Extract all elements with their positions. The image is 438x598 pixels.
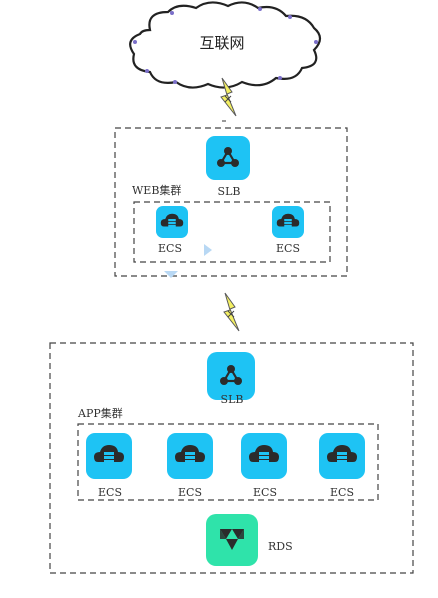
- web-slb-load-balancer-icon: [206, 136, 250, 180]
- web-slb-label: SLB: [217, 185, 241, 198]
- app-ecs-3-label: ECS: [253, 486, 277, 499]
- app-ecs-1-label: ECS: [98, 486, 122, 499]
- app-cluster-label: APP集群: [78, 407, 123, 420]
- app-slb-label: SLB: [220, 393, 244, 406]
- app-ecs-2-cloud-server-icon: [167, 433, 213, 479]
- web-ecs-1-label: ECS: [158, 242, 182, 255]
- app-ecs-4-cloud-server-icon: [319, 433, 365, 479]
- rds-label: RDS: [268, 540, 293, 553]
- web-tier-box: [114, 127, 348, 277]
- app-ecs-3-cloud-server-icon: [241, 433, 287, 479]
- app-ecs-1-cloud-server-icon: [86, 433, 132, 479]
- web-ecs-2-label: ECS: [276, 242, 300, 255]
- app-tier-box: [49, 342, 414, 574]
- app-ecs-2-label: ECS: [178, 486, 202, 499]
- web-ecs-2-cloud-server-icon: [272, 206, 304, 238]
- app-ecs-4-label: ECS: [330, 486, 354, 499]
- arrow-down-icon: [164, 271, 178, 278]
- app-slb-load-balancer-icon: [207, 352, 255, 400]
- internet-cloud: [129, 1, 322, 89]
- rds-database-icon: [206, 514, 258, 566]
- app-cluster-box: [77, 423, 379, 501]
- web-cluster-label: WEB集群: [132, 184, 182, 197]
- web-ecs-1-cloud-server-icon: [156, 206, 188, 238]
- arrow-right-icon: [204, 244, 212, 256]
- web-cluster-box: [133, 201, 331, 263]
- tier-link-bolt-icon: [223, 292, 240, 332]
- internet-label: 互联网: [199, 34, 245, 52]
